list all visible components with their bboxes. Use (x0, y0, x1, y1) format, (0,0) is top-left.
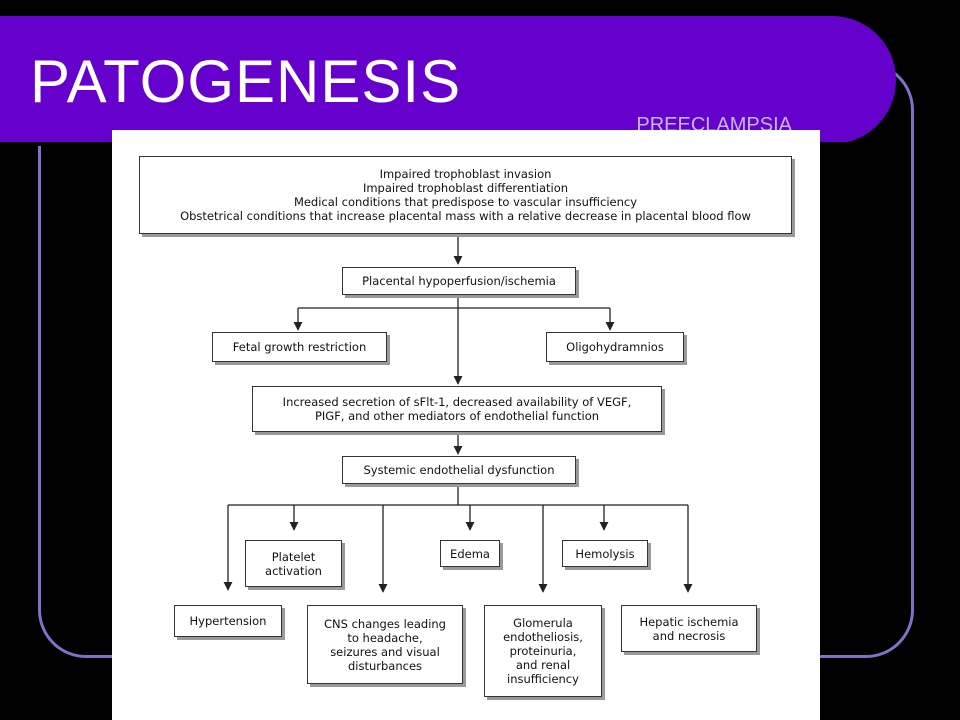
endothelial-label: Systemic endothelial dysfunction (363, 463, 555, 477)
glomerula-line: proteinuria, (509, 644, 577, 658)
fetal-growth-label: Fetal growth restriction (232, 340, 367, 354)
cause-line: Medical conditions that predispose to va… (293, 195, 638, 209)
box-oligohydramnios: Oligohydramnios (546, 332, 684, 362)
box-hepatic: Hepatic ischemia and necrosis (621, 605, 757, 652)
cns-line: seizures and visual (330, 644, 440, 659)
platelet-line: activation (265, 563, 322, 578)
box-hemolysis: Hemolysis (562, 540, 648, 567)
pathogenesis-diagram: Impaired trophoblast invasion Impaired t… (112, 130, 820, 720)
hepatic-line: and necrosis (652, 628, 726, 643)
cns-line: disturbances (347, 658, 423, 673)
hemolysis-label: Hemolysis (575, 546, 635, 561)
box-causes: Impaired trophoblast invasion Impaired t… (139, 156, 792, 234)
box-glomerula: Glomerula endotheliosis, proteinuria, an… (484, 605, 602, 697)
platelet-line: Platelet (271, 549, 316, 564)
box-edema: Edema (440, 540, 500, 567)
box-endothelial: Systemic endothelial dysfunction (342, 456, 576, 484)
edema-label: Edema (450, 546, 490, 561)
flow-connectors (223, 234, 693, 593)
slide-title: PATOGENESIS (30, 48, 462, 115)
cns-line: to headache, (347, 630, 423, 645)
glomerula-line: Glomerula (513, 616, 573, 630)
glomerula-line: insufficiency (507, 672, 579, 686)
cause-line: Obstetrical conditions that increase pla… (180, 209, 751, 223)
hypertension-label: Hypertension (189, 614, 267, 628)
glomerula-line: and renal (515, 658, 571, 672)
secretion-line: PIGF, and other mediators of endothelial… (314, 409, 600, 423)
box-secretion: Increased secretion of sFlt-1, decreased… (252, 386, 662, 432)
secretion-line: Increased secretion of sFlt-1, decreased… (282, 395, 632, 409)
box-cns: CNS changes leading to headache, seizure… (307, 605, 463, 684)
glomerula-line: endotheliosis, (503, 630, 583, 644)
title-bar: PATOGENESIS PREECLAMPSIA (0, 16, 896, 146)
cause-line: Impaired trophoblast differentiation (362, 181, 569, 195)
box-fetal-growth: Fetal growth restriction (212, 332, 387, 362)
box-hypoperfusion: Placental hypoperfusion/ischemia (342, 267, 576, 295)
box-platelet: Platelet activation (245, 540, 342, 587)
cause-line: Impaired trophoblast invasion (379, 167, 552, 181)
box-hypertension: Hypertension (174, 605, 282, 637)
hepatic-line: Hepatic ischemia (639, 614, 739, 629)
hypoperfusion-label: Placental hypoperfusion/ischemia (362, 274, 556, 288)
cns-line: CNS changes leading (324, 616, 446, 631)
oligohydramnios-label: Oligohydramnios (566, 340, 664, 354)
